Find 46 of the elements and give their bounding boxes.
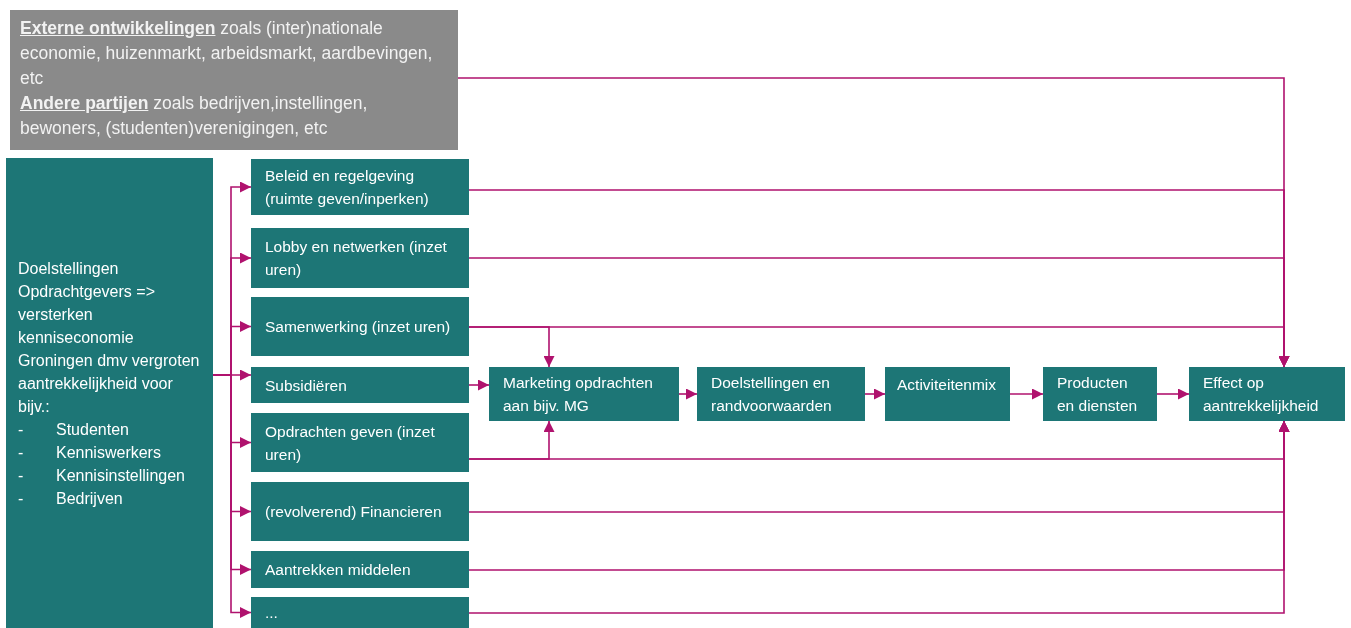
process-label: Beleid en regelgeving (ruimte geven/inperken) [265, 166, 430, 209]
list-dash: - [18, 465, 25, 486]
process-box [885, 367, 1010, 421]
arrow [1009, 388, 1044, 400]
process-label: ... [265, 603, 279, 623]
process-box [251, 367, 469, 403]
process-label: Effect op aantrekkelijkheid [1203, 373, 1320, 416]
goal-box [6, 158, 213, 628]
process-box [489, 367, 679, 421]
arrow [468, 379, 490, 391]
goal-text: Doelstellingen Opdrachtgevers => versterken kenniseconomie Groningen dmv vergroten aantrekkelijkheid voor bijv.: [18, 258, 201, 417]
process-label: Doelstellingen en randvoorwaarden [711, 373, 833, 416]
list-dash: - [18, 419, 25, 440]
list-item: Bedrijven [56, 488, 124, 509]
process-label: Subsidiëren [265, 375, 348, 396]
arrow [864, 388, 886, 400]
process-box [697, 367, 865, 421]
context-box [10, 10, 458, 150]
process-box [1043, 367, 1157, 421]
list-item: Studenten [56, 419, 130, 440]
arrow [468, 420, 1290, 614]
process-box [251, 297, 469, 356]
process-box [251, 159, 469, 215]
process-label: Aantrekken middelen [265, 560, 412, 580]
list-dash: - [18, 488, 25, 509]
process-label: Activiteitenmix [897, 375, 998, 395]
arrow [468, 326, 555, 368]
process-box [251, 597, 469, 628]
process-box [251, 413, 469, 472]
arrow [1156, 388, 1190, 400]
list-item: Kennisinstellingen [56, 465, 186, 486]
process-box [251, 551, 469, 588]
process-label: Producten en diensten [1057, 373, 1139, 416]
context-text: Andere partijen zoals bedrijven,instellingen, bewoners, (studenten)verenigingen, etc [20, 92, 369, 140]
list-dash: - [18, 442, 25, 463]
process-label: Marketing opdrachten aan bijv. MG [503, 373, 654, 416]
arrow [678, 388, 698, 400]
process-box [251, 482, 469, 541]
process-label: Opdrachten geven (inzet uren) [265, 421, 436, 465]
process-label: Lobby en netwerken (inzet uren) [265, 237, 448, 280]
arrow [212, 374, 252, 618]
process-box [1189, 367, 1345, 421]
process-label: (revolverend) Financieren [265, 502, 443, 522]
process-box [251, 228, 469, 288]
process-label: Samenwerking (inzet uren) [265, 317, 452, 337]
list-item: Kenniswerkers [56, 442, 162, 463]
